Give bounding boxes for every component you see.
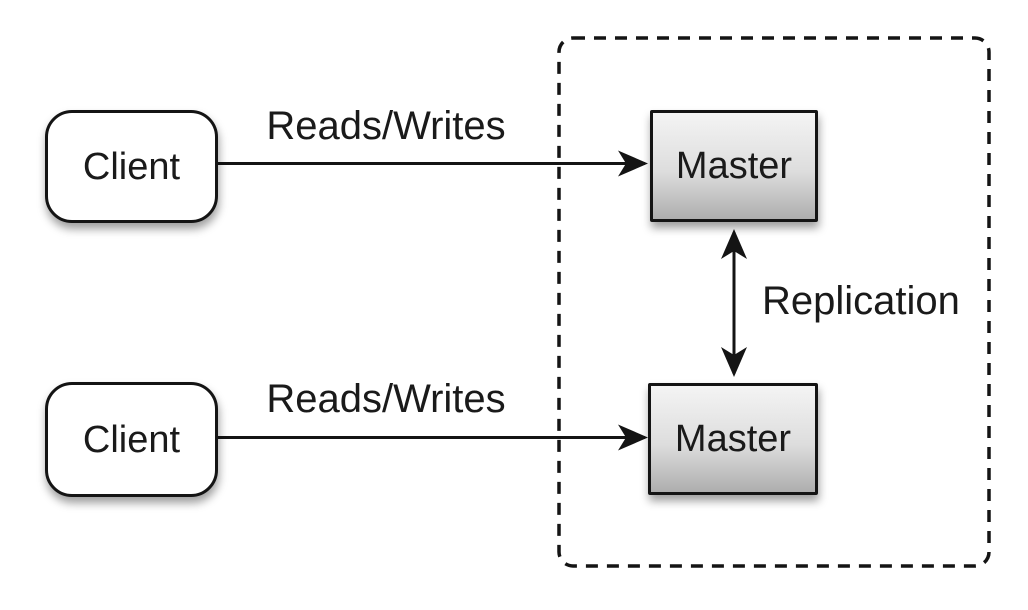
node-client-top-label: Client bbox=[82, 145, 181, 188]
node-master-bottom-label: Master bbox=[674, 418, 792, 460]
edge-label-replication: Replication bbox=[762, 279, 960, 323]
edge-label-reads-writes-top: Reads/Writes bbox=[266, 104, 506, 148]
node-client-top: Client bbox=[45, 110, 218, 223]
node-client-bottom-label: Client bbox=[82, 418, 181, 461]
edge-label-reads-writes-bottom: Reads/Writes bbox=[266, 377, 506, 421]
node-master-bottom: Master bbox=[648, 383, 818, 495]
node-master-top: Master bbox=[650, 110, 818, 222]
node-master-top-label: Master bbox=[675, 145, 793, 187]
node-client-bottom: Client bbox=[45, 382, 218, 497]
